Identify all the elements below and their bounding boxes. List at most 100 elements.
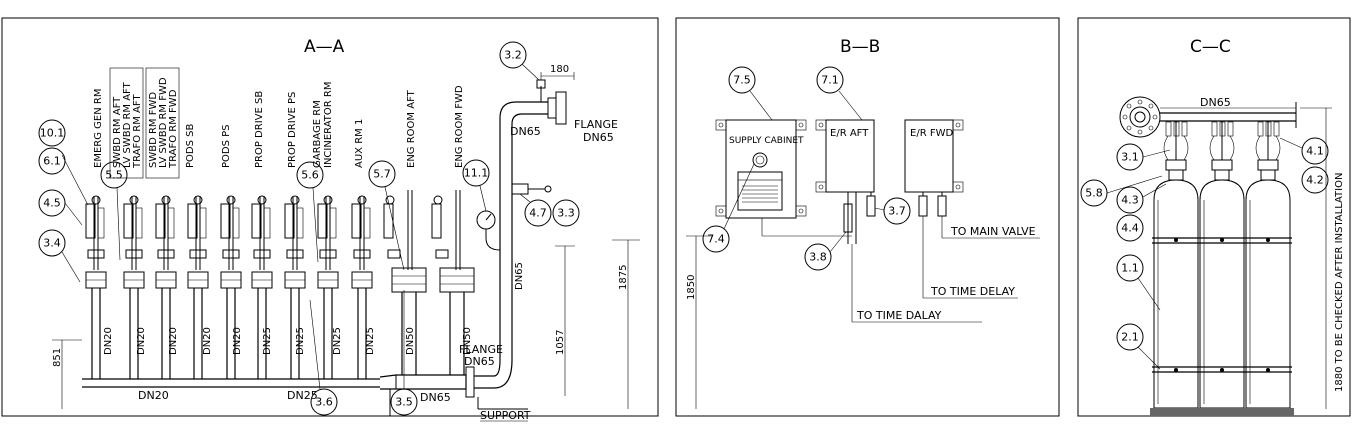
callout-bubble: 3.6 bbox=[309, 299, 338, 416]
main-size-dn20: DN20 bbox=[138, 389, 169, 402]
section-cc-title: C—C bbox=[1190, 37, 1231, 57]
svg-text:7.5: 7.5 bbox=[733, 74, 751, 87]
er-aft-box: E/R AFT bbox=[815, 119, 876, 244]
svg-text:4.4: 4.4 bbox=[1121, 222, 1139, 235]
zone-label-incinerator-rm: INCINERATOR RM bbox=[323, 82, 334, 168]
dim-1057: 1057 bbox=[555, 330, 566, 355]
callouts-cc: 3.1 4.1 4.2 5.8 4.3 4.4 1.1 2.1 bbox=[1080, 137, 1329, 370]
support-label: SUPPORT bbox=[480, 409, 531, 422]
zone-label-prop-drive-ps: PROP DRIVE PS bbox=[287, 92, 298, 168]
svg-text:5.8: 5.8 bbox=[1085, 187, 1103, 200]
flange-top-label: FLANGE bbox=[574, 118, 618, 131]
to-main-valve-label: TO MAIN VALVE bbox=[950, 225, 1036, 238]
cylinder bbox=[1153, 121, 1199, 409]
svg-text:4.5: 4.5 bbox=[43, 197, 61, 210]
callout-bubble: 4.5 bbox=[38, 189, 83, 226]
installation-note: 1880 TO BE CHECKED AFTER INSTALLATION bbox=[1334, 173, 1345, 392]
section-aa-frame bbox=[1, 17, 659, 417]
svg-text:3.8: 3.8 bbox=[809, 251, 827, 264]
main-header-pipe bbox=[82, 79, 567, 416]
dim-1850: 1850 bbox=[686, 275, 697, 300]
section-bb-title: B—B bbox=[840, 37, 880, 57]
callout-bubble: 3.3 bbox=[552, 199, 580, 227]
callout-bubble: 5.8 bbox=[1080, 175, 1163, 207]
svg-text:4.3: 4.3 bbox=[1121, 194, 1139, 207]
flange-bottom-label: FLANGE bbox=[459, 343, 503, 356]
dim-180: 180 bbox=[550, 64, 569, 75]
callout-bubble: 3.5 bbox=[390, 290, 418, 416]
branch-size-label: DN20 bbox=[202, 327, 213, 355]
callout-bubble: 3.8 bbox=[804, 231, 847, 271]
zone-group-box-fwd bbox=[145, 67, 180, 179]
branch-valve-assembly bbox=[284, 195, 306, 379]
dimension-lines: 180 1875 1057 851 bbox=[52, 64, 640, 409]
callouts-bb: 7.5 7.1 3.7 3.8 7.4 bbox=[702, 66, 911, 271]
callout-bubble: 5.6 bbox=[296, 161, 324, 263]
branch-size-label: DN25 bbox=[332, 327, 343, 355]
supply-cabinet-label: SUPPLY CABINET bbox=[729, 136, 804, 146]
er-fwd-label: E/R FWD bbox=[910, 128, 953, 139]
branch-size-label: DN50 bbox=[462, 327, 473, 355]
branch-size-label: DN50 bbox=[405, 327, 416, 355]
callout-bubble: 2.1 bbox=[1116, 323, 1161, 370]
branch-size-label: DN25 bbox=[295, 327, 306, 355]
section-aa-title: A—A bbox=[304, 37, 345, 57]
callout-bubble: 3.2 bbox=[499, 41, 540, 81]
cylinder bbox=[1245, 121, 1291, 409]
branch-size-label: DN25 bbox=[365, 327, 376, 355]
header-size-label: DN65 bbox=[1200, 96, 1231, 109]
branch-size-labels: DN20 DN20 DN20 DN20 DN20 DN25 DN25 DN25 … bbox=[103, 327, 473, 355]
branch-valve-assembly bbox=[85, 195, 107, 379]
instruction-label: INSTRUCTION bbox=[743, 174, 778, 180]
branch-valve-assembly bbox=[123, 195, 145, 379]
callout-bubble: 3.7 bbox=[874, 197, 911, 225]
zone-label-garbage-rm: GARBAGE RM bbox=[312, 100, 323, 168]
callout-bubble: 3.1 bbox=[1116, 143, 1171, 171]
branch-size-label: DN20 bbox=[168, 327, 179, 355]
to-time-delay-label: TO TIME DELAY bbox=[930, 285, 1015, 298]
callout-bubble: 7.1 bbox=[816, 66, 863, 121]
branch-pipes bbox=[85, 190, 475, 379]
callout-bubble: 5.5 bbox=[100, 161, 128, 261]
branch-valve-assembly bbox=[187, 195, 209, 379]
dim-851: 851 bbox=[52, 348, 63, 367]
svg-text:11.1: 11.1 bbox=[464, 167, 489, 180]
main-size-dn65: DN65 bbox=[420, 391, 451, 404]
callout-bubble: 10.1 bbox=[38, 119, 66, 147]
co2-cylinders bbox=[1153, 121, 1291, 409]
large-valve-assembly bbox=[431, 190, 475, 375]
callout-bubble: 4.3 bbox=[1116, 183, 1167, 214]
svg-text:5.6: 5.6 bbox=[301, 169, 319, 182]
zone-label-aux-rm-1: AUX RM 1 bbox=[354, 119, 365, 168]
branch-valve-assembly bbox=[317, 195, 339, 379]
svg-text:7.4: 7.4 bbox=[707, 233, 725, 246]
supply-cabinet: SUPPLY CABINET INSTRUCTION bbox=[715, 119, 852, 237]
zone-label-trafo-fwd: TRAFO RM FWD bbox=[168, 89, 179, 169]
large-valve-assembly bbox=[383, 190, 427, 375]
callouts-aa: 3.2 10.1 6.1 4.5 3.4 5.5 5.6 5.7 11.1 4.… bbox=[38, 41, 580, 416]
zone-label-swbd-aft: SWBD RM AFT bbox=[112, 96, 123, 168]
branch-valve-assembly bbox=[155, 195, 177, 379]
branch-valve-assembly bbox=[220, 195, 242, 379]
callout-bubble: 4.1 bbox=[1279, 137, 1329, 165]
zone-label-trafo-aft: TRAFO RM AFT bbox=[132, 94, 143, 169]
main-size-dn25: DN25 bbox=[287, 389, 318, 402]
svg-text:5.5: 5.5 bbox=[105, 169, 123, 182]
zone-label-lv-swbd-aft: LV SWBD RM AFT bbox=[122, 81, 133, 168]
section-aa: A—A EMERG GEN RM SWBD RM AFT LV SWBD RM … bbox=[1, 17, 659, 422]
er-fwd-box: E/R FWD bbox=[904, 119, 964, 217]
floor-base bbox=[1150, 408, 1294, 416]
callout-bubble: 6.1 bbox=[38, 147, 89, 206]
callout-bubble: 4.4 bbox=[1116, 214, 1144, 242]
svg-text:3.5: 3.5 bbox=[395, 396, 413, 409]
svg-text:4.7: 4.7 bbox=[529, 207, 547, 220]
branch-size-label: DN20 bbox=[232, 327, 243, 355]
callout-bubble: 1.1 bbox=[1116, 254, 1161, 311]
zone-label-emerg-gen: EMERG GEN RM bbox=[93, 89, 104, 168]
svg-text:7.1: 7.1 bbox=[821, 74, 839, 87]
callout-bubble: 4.2 bbox=[1301, 166, 1329, 194]
callout-bubble: 11.1 bbox=[462, 159, 490, 212]
svg-text:2.1: 2.1 bbox=[1121, 331, 1139, 344]
zone-label-lv-swbd-fwd: LV SWBD RM FWD bbox=[158, 77, 169, 168]
section-cc-frame bbox=[1077, 17, 1351, 417]
